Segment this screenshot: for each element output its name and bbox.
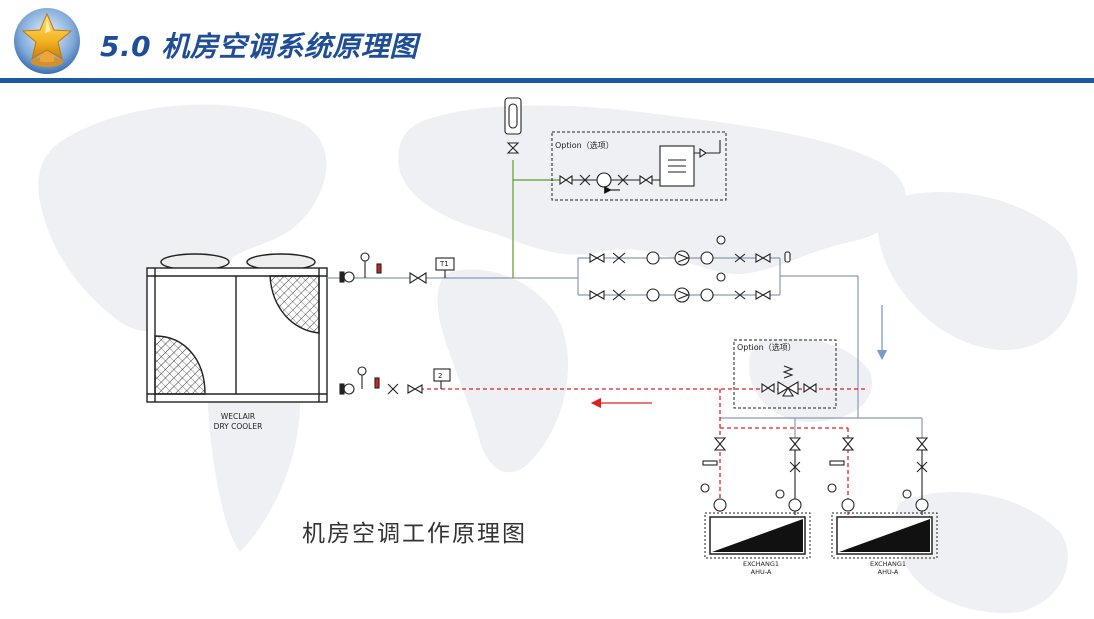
ahu-left-label-1: EXCHANG1 (743, 560, 779, 568)
ahu-left-label-2: AHU-A (751, 568, 772, 576)
dry-cooler-label-1: WECLAIR (221, 412, 255, 421)
option-box-top (551, 131, 727, 201)
dry-cooler-unit (146, 253, 328, 403)
option-mid-label: Option（选项） (737, 342, 796, 352)
expansion-tank-icon (504, 97, 522, 154)
ahu-right-label-2: AHU-A (878, 568, 899, 576)
page-title: 5.0 机房空调系统原理图 (100, 30, 418, 63)
return-fittings (339, 366, 451, 395)
supply-fittings (339, 252, 455, 284)
gold-star-trophy-icon (14, 8, 80, 74)
slide-header: 5.0 机房空调系统原理图 (0, 0, 1094, 83)
ahu-branches (700, 437, 929, 515)
world-map-background (38, 104, 1078, 613)
diagram-caption: 机房空调工作原理图 (302, 521, 527, 547)
pump-station (589, 235, 791, 303)
supply-line (327, 257, 923, 440)
option-box-middle (733, 339, 837, 409)
return-tag: 2 (438, 372, 442, 380)
heat-exchanger-icon (704, 512, 938, 559)
fill-line (512, 160, 560, 278)
header-rule (0, 78, 1094, 83)
makeup-water-assembly (559, 140, 721, 194)
three-way-valve-assembly (761, 365, 817, 397)
dry-cooler-label-2: DRY COOLER (214, 422, 263, 431)
option-top-label: Option（选项） (555, 140, 614, 150)
ahu-right-label-1: EXCHANG1 (870, 560, 906, 568)
supply-tag: T1 (439, 260, 449, 268)
